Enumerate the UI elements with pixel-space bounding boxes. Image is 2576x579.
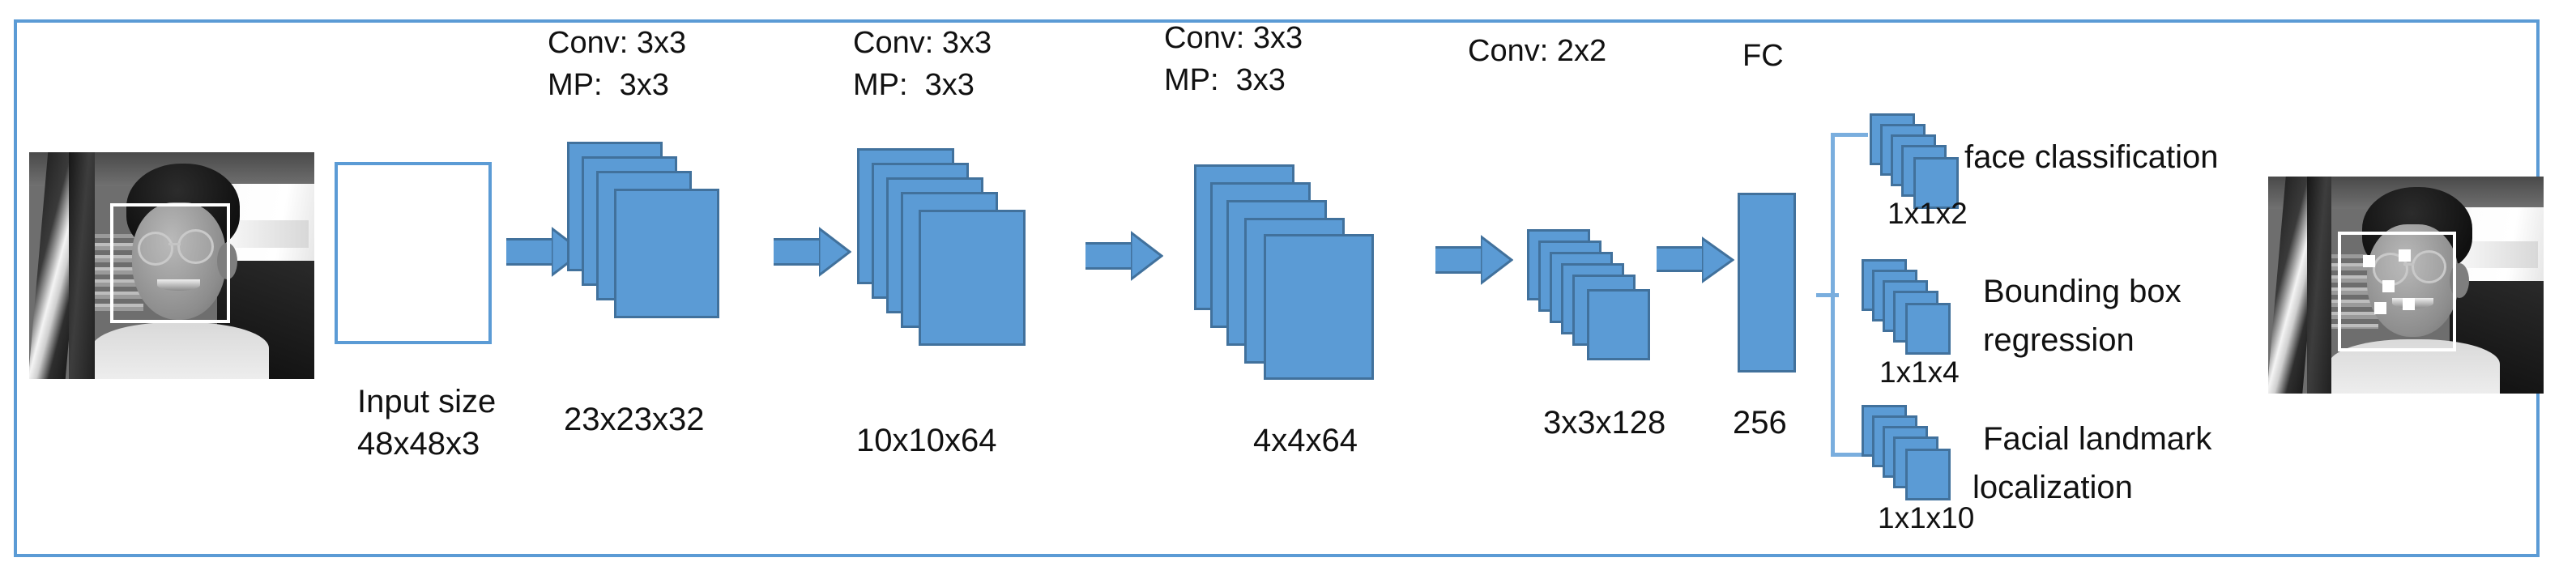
- arrow-head-icon: [819, 227, 851, 277]
- output-facial-landmark-localization-dim: 1x1x10: [1878, 501, 1975, 534]
- output-bounding-box-regression-dim: 1x1x4: [1879, 355, 1960, 389]
- conv1-op-line2: MP: 3x3: [548, 68, 669, 102]
- fc-op-label: FC: [1742, 39, 1784, 73]
- output-bounding-box-regression-label-line1: Bounding box: [1983, 274, 2181, 309]
- input-size-label-line2: 48x48x3: [357, 426, 480, 462]
- conv1-dim-label: 23x23x32: [564, 402, 705, 437]
- landmark-point-right-eye: [2399, 249, 2411, 262]
- conv2-dim-label: 10x10x64: [856, 423, 997, 458]
- arrow-head-icon: [1131, 231, 1163, 281]
- output-photo: [2268, 177, 2544, 394]
- conv1-op-line1: Conv: 3x3: [548, 26, 687, 60]
- conv3-op-line2: MP: 3x3: [1164, 63, 1286, 97]
- output-bounding-box: [2338, 232, 2456, 351]
- arrow-conv2-to-conv3: [1085, 231, 1163, 281]
- arrow-conv4-to-fc: [1657, 236, 1734, 283]
- output-face-classification-label: face classification: [1964, 139, 2219, 175]
- output-branch-bracket: [1816, 133, 1873, 457]
- output-facial-landmark-localization-label-line1: Facial landmark: [1983, 421, 2212, 457]
- input-photo: [29, 152, 314, 379]
- fc-dim-label: 256: [1733, 405, 1787, 441]
- conv4-dim-label: 3x3x128: [1543, 405, 1666, 441]
- arrow-conv1-to-conv2: [774, 227, 851, 277]
- landmark-point-mouth-left: [2374, 302, 2386, 314]
- fc-layer-bar: [1738, 193, 1796, 373]
- arrow-conv3-to-conv4: [1435, 235, 1513, 285]
- arrow-head-icon: [1481, 235, 1513, 285]
- input-bounding-box: [110, 203, 230, 323]
- output-facial-landmark-localization-label-line2: localization: [1973, 470, 2133, 505]
- conv3-dim-label: 4x4x64: [1253, 423, 1358, 458]
- conv2-op-line1: Conv: 3x3: [853, 26, 992, 60]
- input-size-box: [335, 162, 492, 344]
- landmark-point-mouth-right: [2403, 298, 2415, 310]
- conv2-op-line2: MP: 3x3: [853, 68, 975, 102]
- landmark-point-nose: [2382, 280, 2395, 292]
- input-size-label-line1: Input size: [357, 384, 497, 419]
- output-bounding-box-regression-label-line2: regression: [1983, 322, 2135, 358]
- conv3-op-line1: Conv: 3x3: [1164, 21, 1303, 55]
- arrow-head-icon: [1702, 236, 1734, 283]
- landmark-point-left-eye: [2363, 255, 2375, 267]
- conv4-op-line1: Conv: 2x2: [1468, 34, 1607, 68]
- output-face-classification-dim: 1x1x2: [1887, 197, 1968, 230]
